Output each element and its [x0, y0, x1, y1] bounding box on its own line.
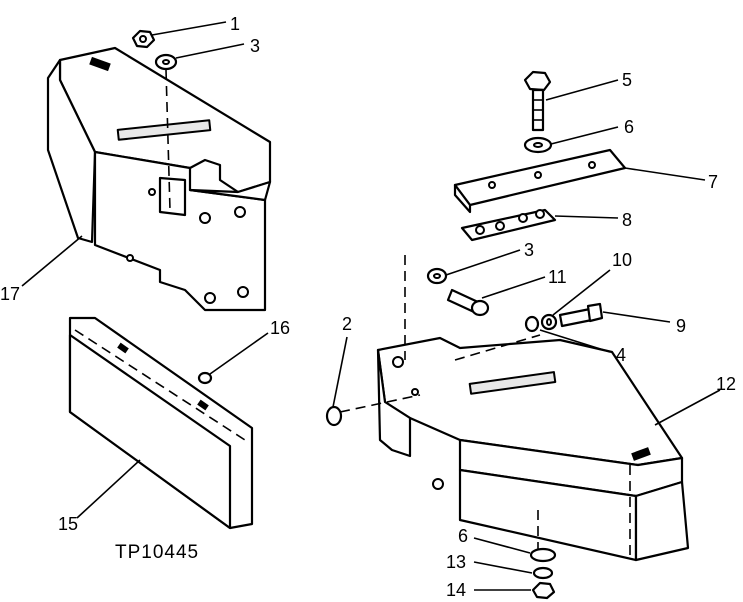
lockwasher-part-13	[532, 566, 554, 580]
callout-labels: 1 3 5 6 7 8 3 11 10 9 2 4 12 16 17 15 6 …	[0, 14, 736, 600]
washer-part-6-top	[523, 136, 553, 154]
callout-6: 6	[624, 117, 634, 137]
callout-9: 9	[676, 316, 686, 336]
callout-6: 6	[458, 526, 468, 546]
callout-3: 3	[250, 36, 260, 56]
right-counterweight	[376, 336, 690, 562]
plate-part-15	[68, 316, 254, 530]
nut-part-1	[131, 29, 156, 49]
callout-12: 12	[716, 374, 736, 394]
callout-15: 15	[58, 514, 78, 534]
bolt-part-5	[523, 70, 552, 132]
nut-part-16	[197, 371, 213, 385]
washer-part-3-right	[426, 267, 448, 285]
nut-part-14	[531, 581, 556, 600]
bolt-part-9	[558, 302, 604, 328]
bolt-part-11	[446, 288, 490, 317]
callout-7: 7	[708, 172, 718, 192]
plate-part-7	[453, 148, 627, 214]
callout-17: 17	[0, 284, 20, 304]
callout-1: 1	[230, 14, 240, 34]
callout-5: 5	[622, 70, 632, 90]
washer-part-2	[325, 405, 343, 427]
plate-part-8	[460, 208, 557, 242]
callout-2: 2	[342, 314, 352, 334]
left-counterweight	[46, 46, 272, 312]
callout-8: 8	[622, 210, 632, 230]
callout-4: 4	[616, 345, 626, 365]
callout-3: 3	[524, 240, 534, 260]
callout-16: 16	[270, 318, 290, 338]
washer-part-3-left	[154, 53, 178, 71]
washer-part-10	[540, 313, 558, 331]
callout-11: 11	[548, 267, 567, 287]
figure-code: TP10445	[115, 542, 199, 563]
washer-part-4	[524, 315, 540, 333]
callout-13: 13	[446, 552, 466, 572]
washer-part-6-bottom	[529, 547, 557, 563]
callout-14: 14	[446, 580, 466, 600]
leader-lines	[21, 21, 721, 591]
callout-10: 10	[612, 250, 632, 270]
